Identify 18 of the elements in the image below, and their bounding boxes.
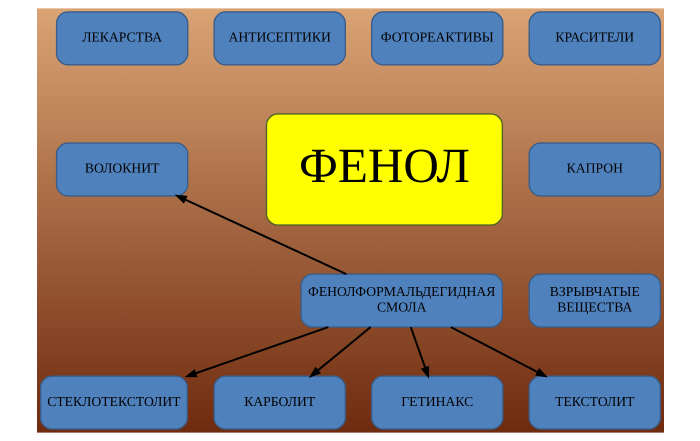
node-box: АНТИСЕПТИКИ: [212, 11, 346, 66]
arrow: [308, 326, 371, 378]
node-box: ГЕТИНАКС: [370, 376, 503, 430]
arrow: [174, 194, 346, 276]
node-box: ВЗРЫВЧАТЫЕ ВЕЩЕСТВА: [528, 274, 661, 328]
node-box: ЛЕКАРСТВА: [55, 11, 188, 66]
node-box: ФЕНОЛ: [265, 113, 503, 226]
node-box: КРАСИТЕЛИ: [528, 11, 661, 66]
node-box: КАРБОЛИТ: [212, 376, 346, 430]
arrow: [184, 326, 328, 378]
arrow: [409, 326, 429, 379]
node-box: ФОТОРЕАКТИВЫ: [370, 11, 503, 66]
node-box: КАПРОН: [528, 142, 661, 197]
arrow: [450, 326, 548, 378]
node-box: ФЕНОЛФОРМАЛЬДЕГИДНАЯ СМОЛА: [300, 274, 503, 328]
node-box: СТЕКЛОТЕКСТОЛИТ: [39, 376, 188, 430]
node-box: ВОЛОКНИТ: [55, 142, 188, 197]
node-box: ТЕКСТОЛИТ: [528, 376, 661, 430]
